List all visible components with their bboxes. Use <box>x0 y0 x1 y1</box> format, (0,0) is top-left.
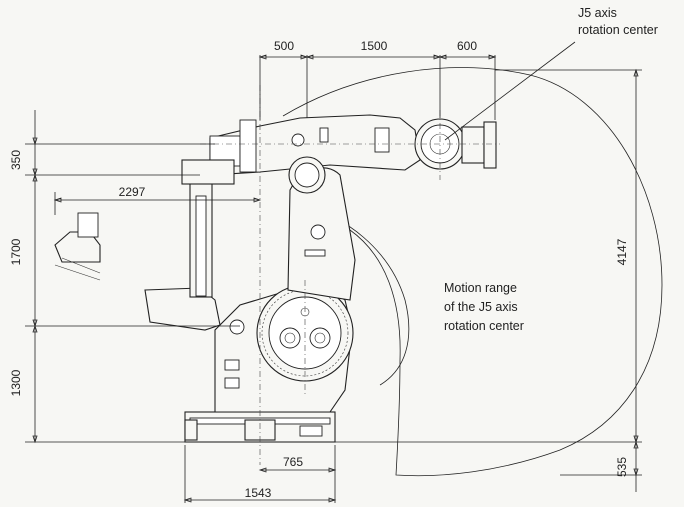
right-dimension-lines <box>335 68 642 492</box>
reach-dimension-line <box>53 192 262 215</box>
dim-left-1700: 1700 <box>9 238 23 265</box>
dim-left-1300: 1300 <box>9 369 23 396</box>
upper-arm <box>181 114 421 194</box>
j5-callout-leader <box>444 41 576 141</box>
counterbalance <box>189 167 213 298</box>
dim-top-500: 500 <box>274 39 294 53</box>
dim-top-600: 600 <box>457 39 477 53</box>
dim-right-4147: 4147 <box>615 238 629 265</box>
dim-reach-2297: 2297 <box>119 185 146 199</box>
j5-callout-line2: rotation center <box>578 23 658 37</box>
dim-top-1500: 1500 <box>361 39 388 53</box>
range-callout-line3: rotation center <box>444 319 524 333</box>
left-dimension-lines <box>25 110 240 444</box>
dim-right-535: 535 <box>615 457 629 477</box>
base-dimension-lines <box>183 445 337 503</box>
dim-base-765: 765 <box>283 455 303 469</box>
top-dimension-lines <box>258 54 642 120</box>
dim-left-350: 350 <box>9 150 23 170</box>
range-callout-line2: of the J5 axis <box>444 300 518 314</box>
motion-range-envelope <box>282 67 663 477</box>
j5-callout-line1: J5 axis <box>578 6 617 20</box>
robot-base <box>184 411 336 443</box>
dim-base-1543: 1543 <box>245 486 272 500</box>
wrist <box>414 118 497 170</box>
range-callout-line1: Motion range <box>444 281 517 295</box>
ghost-retracted-tool <box>54 212 101 281</box>
